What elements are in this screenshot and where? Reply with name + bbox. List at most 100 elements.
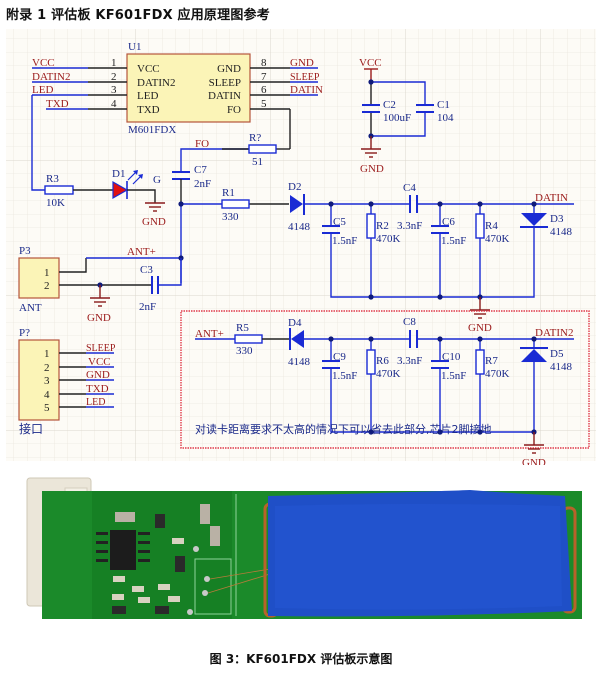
r5-value: 330 <box>236 345 253 357</box>
antenna-coil <box>263 490 577 618</box>
c1-value: 104 <box>437 112 454 124</box>
c7-ref: C7 <box>194 164 207 176</box>
c3-value: 2nF <box>139 301 156 313</box>
r4-ref: R4 <box>485 220 498 232</box>
r7-resistor <box>475 349 485 375</box>
connector-body <box>18 339 60 421</box>
r2-ref: R2 <box>376 220 389 232</box>
net-label-sleep: SLEEP <box>290 72 320 83</box>
pin-number: 3 <box>111 84 117 96</box>
d1-ref: D1 <box>112 168 125 180</box>
pin-number: 7 <box>261 71 267 83</box>
net-label-gnd: GND <box>142 216 166 228</box>
optional-section-box <box>180 310 590 449</box>
ic-chip <box>110 530 136 570</box>
d2-ref: D2 <box>288 181 301 193</box>
net-label-led: LED <box>32 84 53 96</box>
pin-number: 1 <box>44 267 50 279</box>
r3-ref: R3 <box>46 173 59 185</box>
net-label-ant-plus: ANT+ <box>195 328 224 340</box>
ground-icon <box>470 297 490 319</box>
decoupling-capacitors: VCC C2 100uF C1 104 GND <box>359 57 454 175</box>
r-fo-value: 51 <box>252 156 263 168</box>
net-label-gnd: GND <box>522 457 546 465</box>
c6-ref: C6 <box>442 216 455 228</box>
r-fo-ref: R? <box>249 132 261 144</box>
u1-chip: U1 M601FDX VCC DATIN2 LED <box>32 41 323 150</box>
r1-value: 330 <box>222 211 239 223</box>
pin-name: GND <box>217 63 241 75</box>
antenna-connector-p3: P3 ANT 1 2 ANT+ C3 2nF GND <box>18 245 184 324</box>
pin-name: SLEEP <box>209 77 241 89</box>
r5-ref: R5 <box>236 322 249 334</box>
net-label-datin2: DATIN2 <box>535 327 574 339</box>
c1-ref: C1 <box>437 99 450 111</box>
net-label-datin2: DATIN2 <box>32 71 71 83</box>
pin-name: LED <box>137 90 158 102</box>
r4-resistor <box>475 213 485 239</box>
d4-ref: D4 <box>288 317 302 329</box>
net-label-sleep: SLEEP <box>86 343 116 354</box>
net-label-txd: TXD <box>46 98 69 110</box>
pin-name: TXD <box>137 104 160 116</box>
g-label: G <box>153 174 161 186</box>
d4-value: 4148 <box>288 356 311 368</box>
pin-number: 5 <box>261 98 267 110</box>
c5-value: 1.5nF <box>332 235 357 247</box>
pin-number: 4 <box>111 98 117 110</box>
u1-designator: U1 <box>128 41 141 53</box>
r7-value: 470K <box>485 368 510 380</box>
interface-connector: P? 接口 1 2 3 4 5 SLEEP VCC GND TXD LED <box>18 327 116 436</box>
r6-value: 470K <box>376 368 401 380</box>
d2-value: 4148 <box>288 221 311 233</box>
evaluation-board-photo <box>26 477 582 619</box>
pin-number: 6 <box>261 84 267 96</box>
c8-symbol <box>409 330 418 348</box>
connector-name: 接口 <box>19 421 43 436</box>
c4-symbol <box>409 195 418 213</box>
r4-value: 470K <box>485 233 510 245</box>
net-label-vcc: VCC <box>88 356 111 368</box>
optional-section-note: 对读卡距离要求不太高的情况下可以省去此部分,芯片2脚接地 <box>195 422 492 436</box>
d3-ref: D3 <box>550 213 564 225</box>
c1-symbol <box>416 104 434 113</box>
net-label-txd: TXD <box>86 383 109 395</box>
c9-value: 1.5nF <box>332 370 357 382</box>
net-label-vcc: VCC <box>32 57 55 69</box>
pin-number: 3 <box>44 375 50 387</box>
ground-icon <box>145 202 165 212</box>
d3-diode-icon <box>520 213 548 228</box>
r1-ref: R1 <box>222 187 235 199</box>
c4-ref: C4 <box>403 182 416 194</box>
net-label-led: LED <box>86 397 105 408</box>
c6-symbol <box>431 225 449 234</box>
ground-icon <box>524 432 544 454</box>
ground-icon <box>361 136 381 158</box>
c5-symbol <box>322 225 340 234</box>
p3-body <box>18 257 60 299</box>
d3-value: 4148 <box>550 226 573 238</box>
c5-ref: C5 <box>333 216 346 228</box>
r7-ref: R7 <box>485 355 498 367</box>
c3-ref: C3 <box>140 264 153 276</box>
r-fo-resistor <box>248 144 277 154</box>
c4-value: 3.3nF <box>397 220 422 232</box>
c2-ref: C2 <box>383 99 396 111</box>
net-label-datin: DATIN <box>535 192 568 204</box>
pin-number: 8 <box>261 57 267 69</box>
net-label-datin: DATIN <box>290 84 323 96</box>
d5-diode-icon <box>520 347 548 362</box>
pin-name: DATIN2 <box>137 77 176 89</box>
pin-name: FO <box>227 104 241 116</box>
c10-ref: C10 <box>442 351 461 363</box>
c7-value: 2nF <box>194 178 211 190</box>
pin-number: 1 <box>44 348 50 360</box>
u1-body <box>126 53 251 123</box>
schematic-grid-major <box>6 29 596 461</box>
u1-part-number: M601FDX <box>128 124 176 136</box>
net-label-vcc: VCC <box>359 57 382 69</box>
c8-value: 3.3nF <box>397 355 422 367</box>
pin-name: DATIN <box>208 90 241 102</box>
r3-value: 10K <box>46 197 65 209</box>
optional-datin2-section: ANT+ R5 330 D4 4148 C9 1.5nF R6 470K C8 … <box>180 310 590 465</box>
